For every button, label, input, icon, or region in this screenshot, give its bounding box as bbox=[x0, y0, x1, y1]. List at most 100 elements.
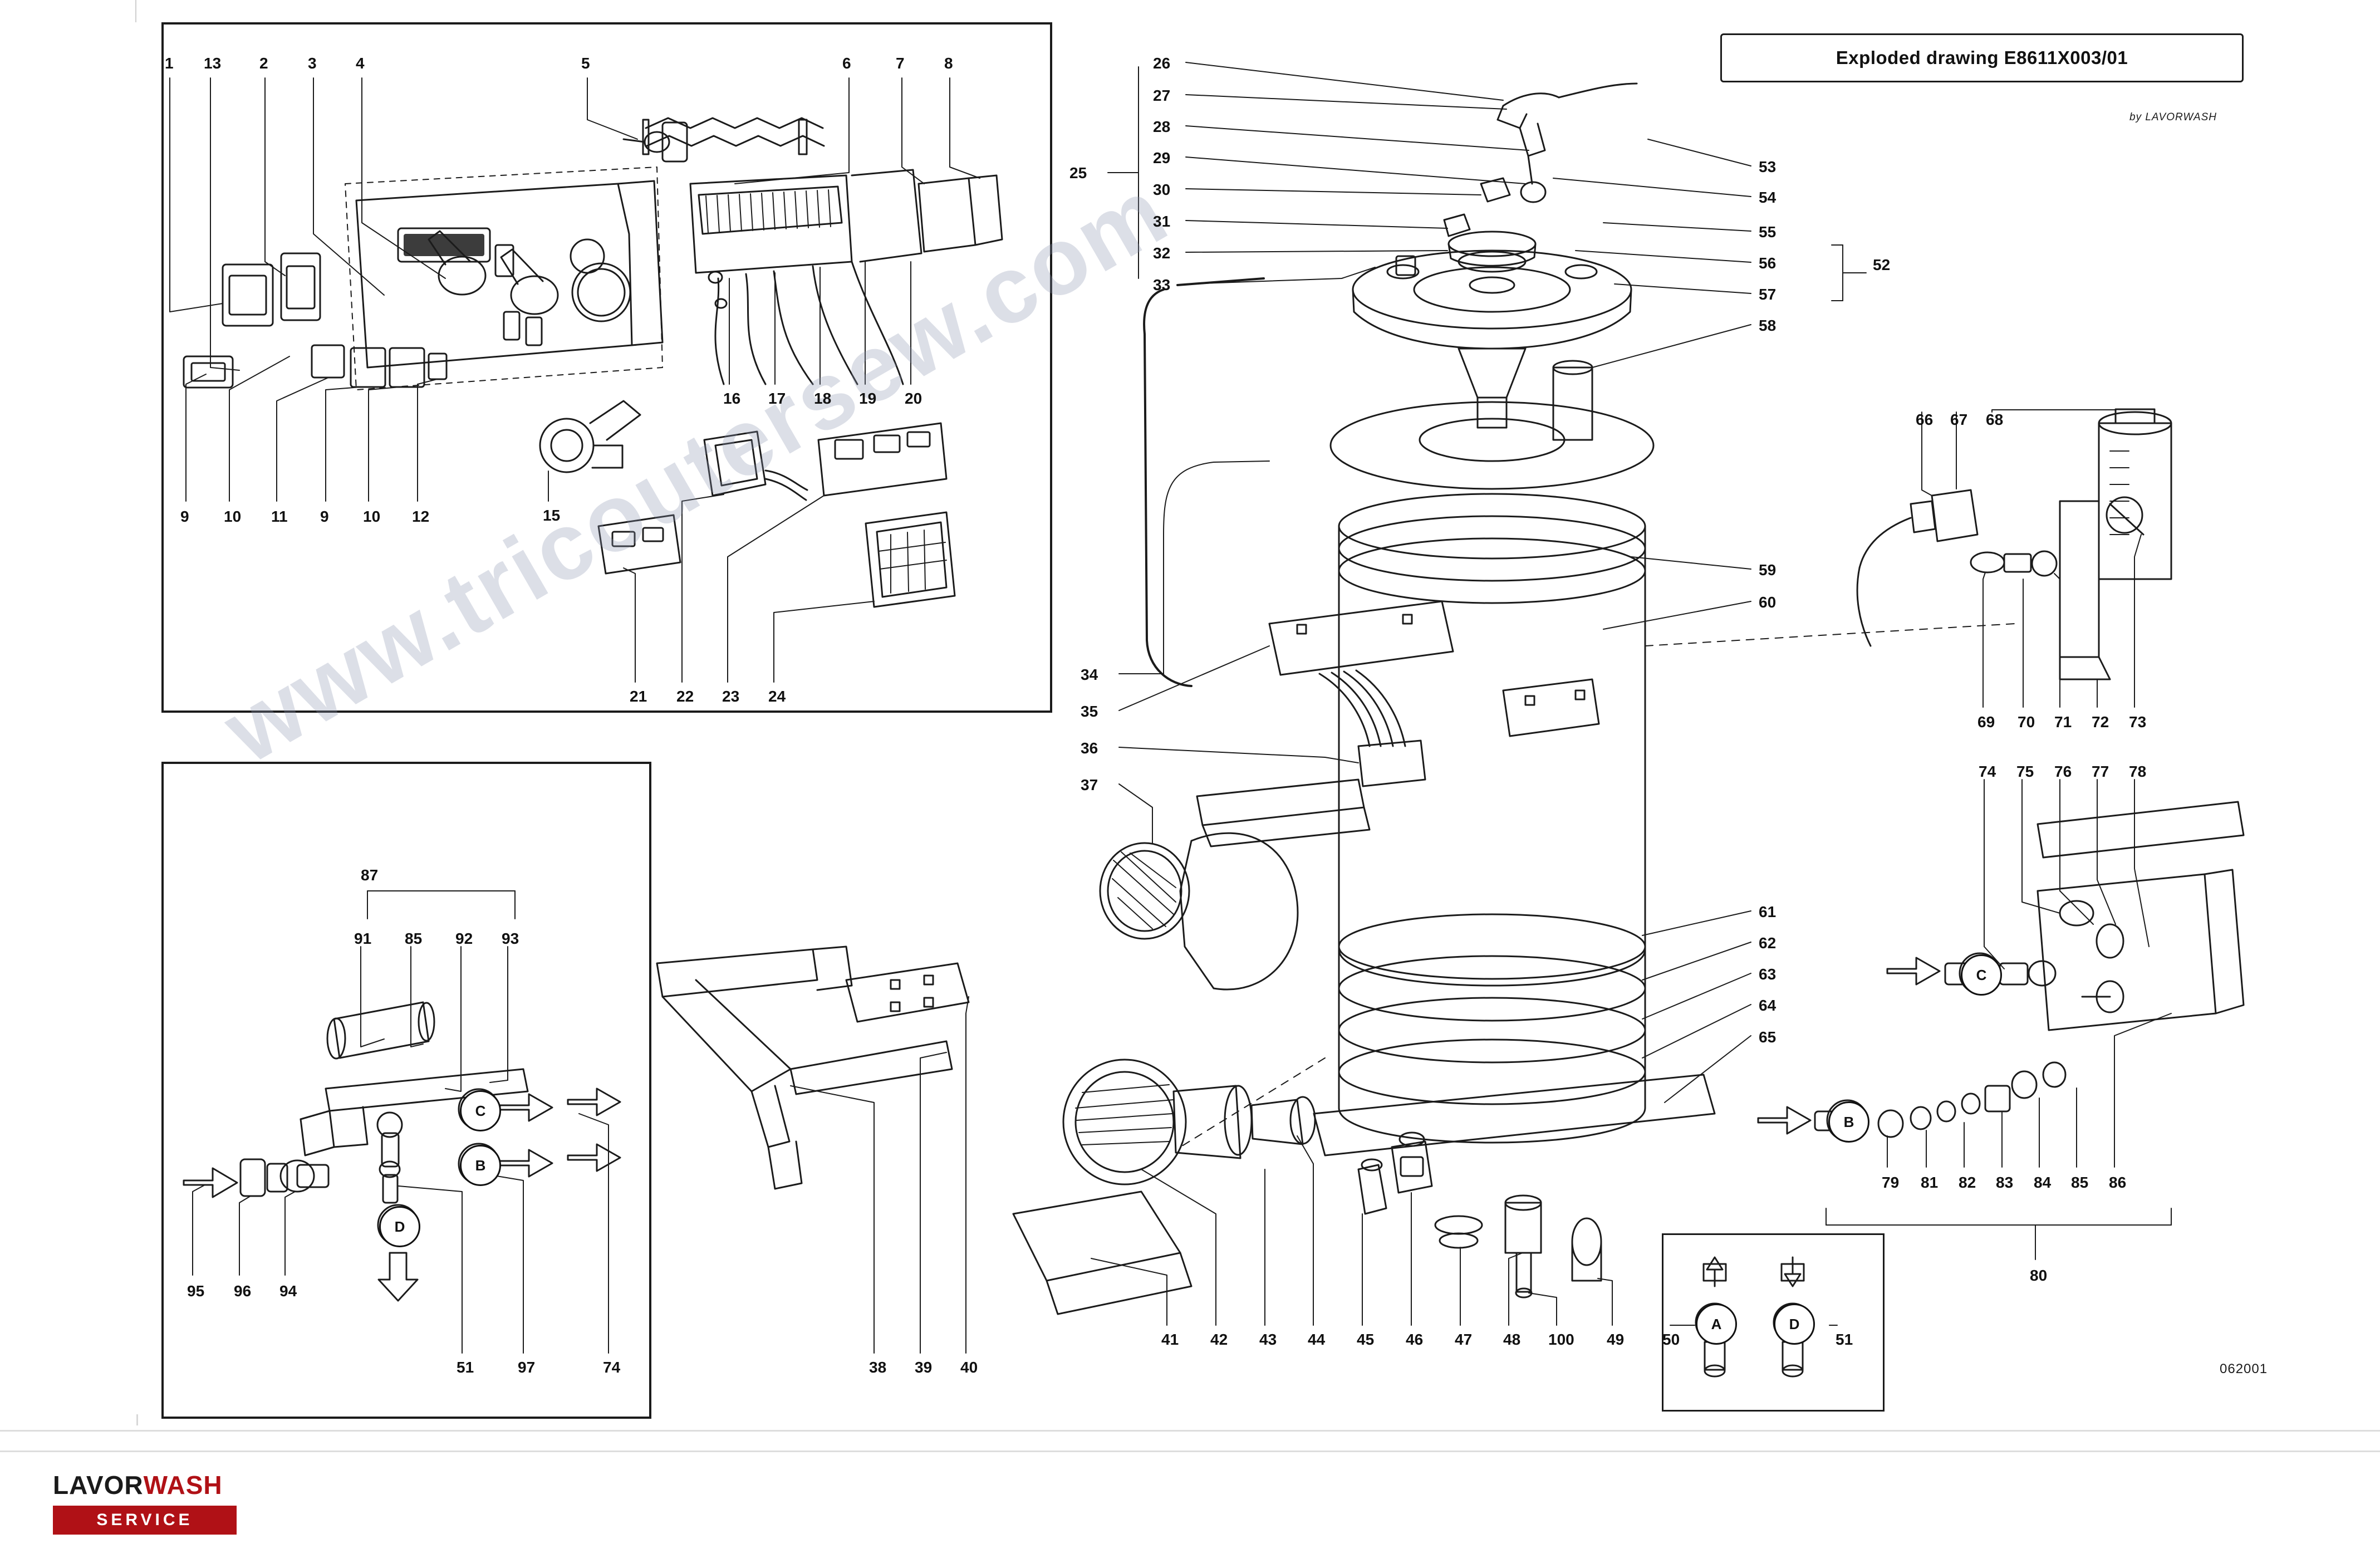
callout-number-43: 43 bbox=[1259, 1331, 1277, 1348]
panel-detail-ad bbox=[1662, 1233, 1885, 1412]
callout-number-19: 19 bbox=[859, 390, 877, 407]
letter-a-detail: A bbox=[1696, 1304, 1737, 1345]
callout-number-65: 65 bbox=[1759, 1028, 1777, 1046]
callout-number-34: 34 bbox=[1081, 666, 1098, 683]
title-box: Exploded drawing E8611X003/01 bbox=[1720, 33, 2244, 82]
callout-number-37: 37 bbox=[1081, 776, 1098, 793]
letter-d-detail: D bbox=[1774, 1304, 1815, 1345]
callout-number-77: 77 bbox=[2092, 763, 2109, 780]
callout-number-24: 24 bbox=[768, 688, 786, 705]
callout-number-16: 16 bbox=[723, 390, 741, 407]
callout-number-69: 69 bbox=[1977, 713, 1995, 731]
callout-number-54: 54 bbox=[1759, 189, 1777, 206]
brand-name-red: WASH bbox=[143, 1471, 223, 1500]
callout-number-12: 12 bbox=[412, 508, 430, 525]
callout-number-61: 61 bbox=[1759, 903, 1777, 920]
callout-number-81: 81 bbox=[1921, 1174, 1939, 1191]
byline: by LAVORWASH bbox=[2129, 111, 2217, 123]
letter-d-bottom-left: D bbox=[379, 1206, 420, 1247]
callout-number-30: 30 bbox=[1153, 181, 1171, 198]
callout-number-9: 9 bbox=[320, 508, 329, 525]
callout-number-56: 56 bbox=[1759, 254, 1777, 272]
callout-number-10: 10 bbox=[224, 508, 242, 525]
callout-number-48: 48 bbox=[1503, 1331, 1521, 1348]
callout-number-46: 46 bbox=[1406, 1331, 1424, 1348]
drawing-code: 062001 bbox=[2220, 1361, 2268, 1376]
letter-b-bottom-left: B bbox=[460, 1145, 501, 1186]
callout-number-15: 15 bbox=[543, 507, 561, 524]
callout-number-52: 52 bbox=[1873, 256, 1891, 273]
callout-number-28: 28 bbox=[1153, 118, 1171, 135]
callout-number-82: 82 bbox=[1959, 1174, 1976, 1191]
callout-number-66: 66 bbox=[1916, 411, 1934, 428]
callout-number-13: 13 bbox=[204, 55, 222, 72]
callout-number-55: 55 bbox=[1759, 223, 1777, 241]
callout-number-38: 38 bbox=[869, 1359, 887, 1376]
callout-number-51: 51 bbox=[457, 1359, 474, 1376]
callout-number-78: 78 bbox=[2129, 763, 2147, 780]
callout-number-8: 8 bbox=[944, 55, 953, 72]
callout-number-86: 86 bbox=[2109, 1174, 2127, 1191]
callout-number-22: 22 bbox=[676, 688, 694, 705]
callout-number-72: 72 bbox=[2092, 713, 2109, 731]
callout-number-21: 21 bbox=[630, 688, 647, 705]
callout-number-85: 85 bbox=[2071, 1174, 2089, 1191]
callout-number-6: 6 bbox=[842, 55, 851, 72]
brand-logo: LAVOR WASH SERVICE bbox=[53, 1470, 248, 1537]
callout-number-36: 36 bbox=[1081, 739, 1098, 757]
callout-number-70: 70 bbox=[2018, 713, 2035, 731]
callout-number-27: 27 bbox=[1153, 87, 1171, 104]
callout-number-57: 57 bbox=[1759, 286, 1777, 303]
callout-number-33: 33 bbox=[1153, 276, 1171, 293]
left-margin-bar bbox=[0, 0, 138, 1425]
bottom-rule-2 bbox=[0, 1451, 2380, 1452]
callout-number-20: 20 bbox=[905, 390, 922, 407]
callout-number-58: 58 bbox=[1759, 317, 1777, 334]
callout-number-35: 35 bbox=[1081, 703, 1098, 720]
callout-number-91: 91 bbox=[354, 930, 372, 947]
callout-number-41: 41 bbox=[1161, 1331, 1179, 1348]
callout-number-23: 23 bbox=[722, 688, 740, 705]
callout-number-53: 53 bbox=[1759, 158, 1777, 175]
callout-number-94: 94 bbox=[279, 1282, 297, 1300]
callout-number-40: 40 bbox=[960, 1359, 978, 1376]
callout-number-97: 97 bbox=[518, 1359, 536, 1376]
brand-service-bar: SERVICE bbox=[53, 1506, 237, 1535]
callout-number-26: 26 bbox=[1153, 55, 1171, 72]
callout-number-47: 47 bbox=[1455, 1331, 1473, 1348]
callout-number-11: 11 bbox=[271, 508, 288, 525]
callout-number-63: 63 bbox=[1759, 966, 1777, 983]
callout-number-9: 9 bbox=[180, 508, 189, 525]
callout-number-64: 64 bbox=[1759, 997, 1777, 1014]
callout-number-3: 3 bbox=[308, 55, 317, 72]
callout-number-68: 68 bbox=[1986, 411, 2004, 428]
callout-number-75: 75 bbox=[2016, 763, 2034, 780]
callout-number-18: 18 bbox=[814, 390, 832, 407]
callout-number-10: 10 bbox=[363, 508, 381, 525]
callout-number-96: 96 bbox=[234, 1282, 252, 1300]
callout-number-51: 51 bbox=[1836, 1331, 1853, 1348]
letter-c-bottom-left: C bbox=[460, 1090, 501, 1131]
callout-number-92: 92 bbox=[455, 930, 473, 947]
brand-wordmark: LAVOR WASH bbox=[53, 1470, 248, 1500]
callout-number-7: 7 bbox=[896, 55, 905, 72]
callout-number-87: 87 bbox=[361, 866, 379, 884]
bottom-rule-1 bbox=[0, 1430, 2380, 1432]
callout-number-74: 74 bbox=[1979, 763, 1996, 780]
callout-number-17: 17 bbox=[768, 390, 786, 407]
callout-number-62: 62 bbox=[1759, 934, 1777, 952]
callout-number-79: 79 bbox=[1882, 1174, 1900, 1191]
callout-number-93: 93 bbox=[502, 930, 519, 947]
panel-control-board bbox=[161, 22, 1052, 713]
callout-number-85: 85 bbox=[405, 930, 423, 947]
callout-number-5: 5 bbox=[581, 55, 590, 72]
callout-number-71: 71 bbox=[2054, 713, 2072, 731]
callout-number-42: 42 bbox=[1210, 1331, 1228, 1348]
callout-number-100: 100 bbox=[1548, 1331, 1574, 1348]
brand-name-dark: LAVOR bbox=[53, 1471, 144, 1500]
callout-number-59: 59 bbox=[1759, 561, 1777, 579]
letter-b-right: B bbox=[1828, 1101, 1869, 1143]
callout-number-2: 2 bbox=[259, 55, 268, 72]
callout-number-76: 76 bbox=[2054, 763, 2072, 780]
